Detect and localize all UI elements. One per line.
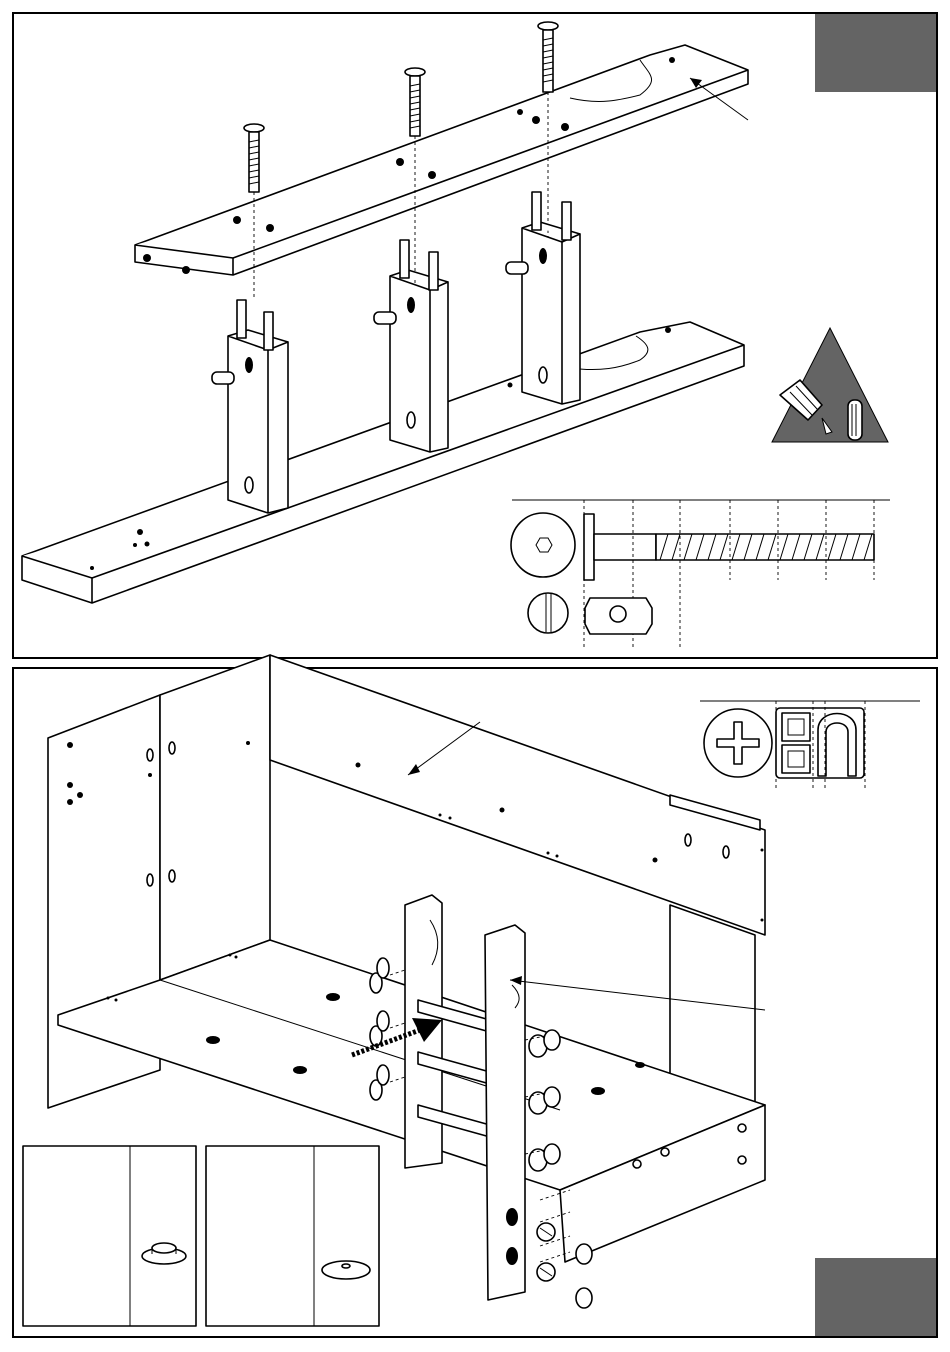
post-middle [374,240,448,452]
post-left [212,300,288,513]
cabinet-right-side [670,905,755,1105]
cam-lock-nut-icon [528,593,652,634]
shelf-support-cup-icon [206,1146,379,1326]
glue-bottle-and-dowel-icon [772,328,888,442]
shelf-support-pin-icon [23,1146,196,1326]
cam-bolt-part-icon [511,500,890,650]
shelf-bracket-clip-icon [776,701,865,790]
cabinet-back-panel [270,655,765,935]
post-right [506,192,580,404]
upper-rail [135,45,748,275]
lower-rail [22,322,744,603]
